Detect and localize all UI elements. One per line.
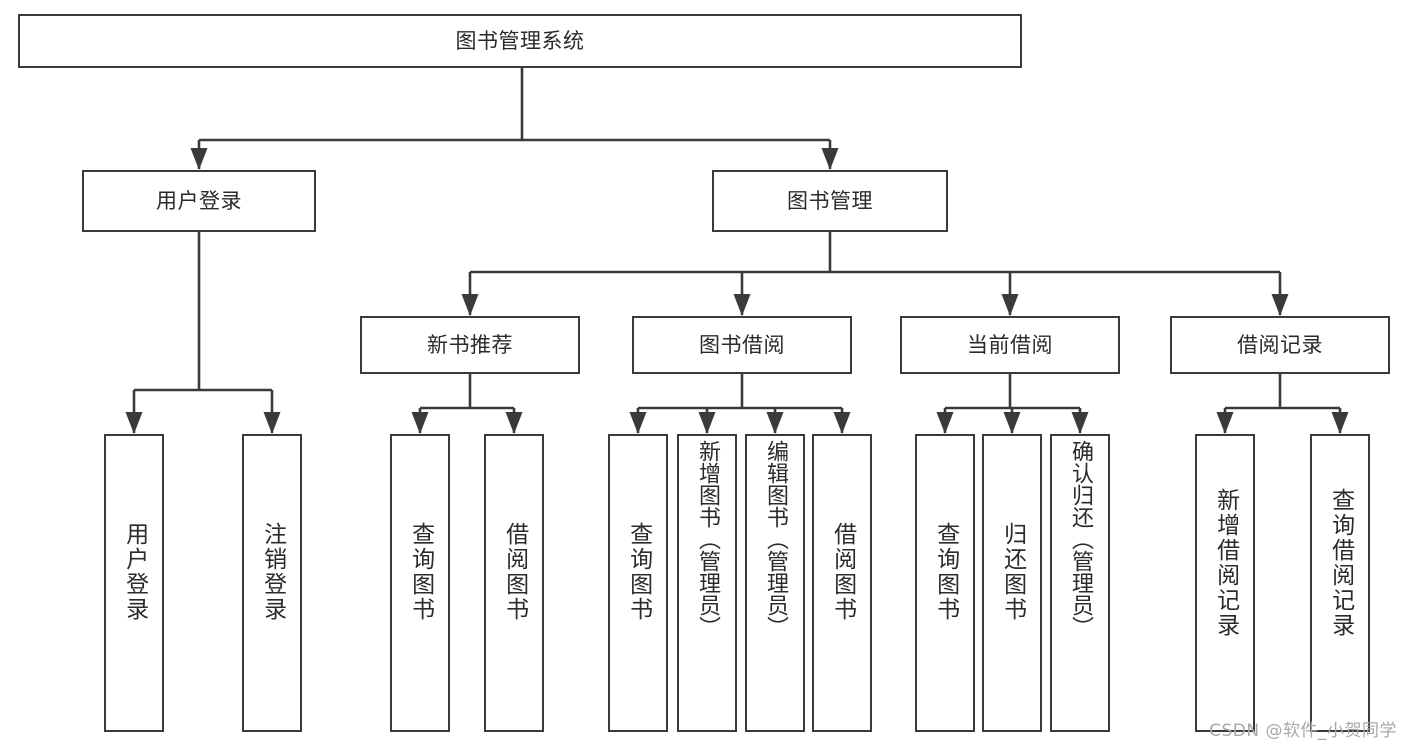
arrowhead-bookmanage-to-level3-1 (733, 294, 751, 316)
node-leaf-add-borrow-record[interactable]: 新增借阅记录 (1195, 434, 1255, 732)
arrowhead-root-to-level2-1 (821, 148, 839, 170)
node-label-book-borrow: 图书借阅 (699, 332, 785, 357)
node-label-borrow-record: 借阅记录 (1237, 332, 1323, 357)
node-label-leaf-add-book-admin: 新增图书（管理员） (694, 440, 720, 638)
arrowhead-root-to-level2-0 (190, 148, 208, 170)
node-leaf-borrow-book-1[interactable]: 借阅图书 (484, 434, 544, 732)
node-leaf-query-borrow-record[interactable]: 查询借阅记录 (1310, 434, 1370, 732)
node-leaf-edit-book-admin[interactable]: 编辑图书（管理员） (745, 434, 805, 732)
node-label-user-login: 用户登录 (156, 188, 242, 213)
arrowhead-current-to-leaves-0 (936, 412, 954, 434)
node-label-leaf-borrow-book-2: 借阅图书 (829, 522, 856, 622)
node-label-new-book-recommend: 新书推荐 (427, 332, 513, 357)
node-user-login[interactable]: 用户登录 (82, 170, 316, 232)
node-label-book-manage: 图书管理 (787, 188, 873, 213)
node-label-leaf-query-book-1: 查询图书 (407, 522, 434, 622)
arrowhead-recommend-to-leaves-1 (505, 412, 523, 434)
arrowhead-borrow-to-leaves-3 (833, 412, 851, 434)
node-label-leaf-query-borrow-record: 查询借阅记录 (1327, 488, 1354, 638)
node-book-manage[interactable]: 图书管理 (712, 170, 948, 232)
node-leaf-logout[interactable]: 注销登录 (242, 434, 302, 732)
node-label-leaf-borrow-book-1: 借阅图书 (501, 522, 528, 622)
node-leaf-confirm-return-admin[interactable]: 确认归还（管理员） (1050, 434, 1110, 732)
node-label-leaf-logout: 注销登录 (259, 522, 286, 622)
node-label-leaf-confirm-return-admin: 确认归还（管理员） (1067, 440, 1093, 638)
node-label-leaf-return-book: 归还图书 (999, 522, 1026, 622)
arrowhead-borrow-to-leaves-0 (629, 412, 647, 434)
arrowhead-bookmanage-to-level3-3 (1271, 294, 1289, 316)
arrowhead-userlogin-to-leaves-1 (263, 412, 281, 434)
node-book-borrow[interactable]: 图书借阅 (632, 316, 852, 374)
node-label-leaf-add-borrow-record: 新增借阅记录 (1212, 488, 1239, 638)
arrowhead-userlogin-to-leaves-0 (125, 412, 143, 434)
arrowhead-current-to-leaves-1 (1003, 412, 1021, 434)
node-root[interactable]: 图书管理系统 (18, 14, 1022, 68)
node-borrow-record[interactable]: 借阅记录 (1170, 316, 1390, 374)
arrowhead-current-to-leaves-2 (1071, 412, 1089, 434)
node-leaf-query-book-2[interactable]: 查询图书 (608, 434, 668, 732)
node-leaf-query-book-3[interactable]: 查询图书 (915, 434, 975, 732)
node-label-current-borrow: 当前借阅 (967, 332, 1053, 357)
arrowhead-recommend-to-leaves-0 (411, 412, 429, 434)
node-current-borrow[interactable]: 当前借阅 (900, 316, 1120, 374)
arrowhead-record-to-leaves-1 (1331, 412, 1349, 434)
node-new-book-recommend[interactable]: 新书推荐 (360, 316, 580, 374)
node-leaf-user-login[interactable]: 用户登录 (104, 434, 164, 732)
node-leaf-borrow-book-2[interactable]: 借阅图书 (812, 434, 872, 732)
node-label-leaf-query-book-3: 查询图书 (932, 522, 959, 622)
arrowhead-record-to-leaves-0 (1216, 412, 1234, 434)
arrowhead-borrow-to-leaves-2 (766, 412, 784, 434)
arrowhead-bookmanage-to-level3-0 (461, 294, 479, 316)
node-label-leaf-edit-book-admin: 编辑图书（管理员） (762, 440, 788, 638)
node-leaf-add-book-admin[interactable]: 新增图书（管理员） (677, 434, 737, 732)
node-leaf-return-book[interactable]: 归还图书 (982, 434, 1042, 732)
node-leaf-query-book-1[interactable]: 查询图书 (390, 434, 450, 732)
node-label-leaf-query-book-2: 查询图书 (625, 522, 652, 622)
arrowhead-bookmanage-to-level3-2 (1001, 294, 1019, 316)
node-label-root: 图书管理系统 (455, 28, 585, 53)
node-label-leaf-user-login: 用户登录 (121, 522, 148, 622)
arrowhead-borrow-to-leaves-1 (698, 412, 716, 434)
